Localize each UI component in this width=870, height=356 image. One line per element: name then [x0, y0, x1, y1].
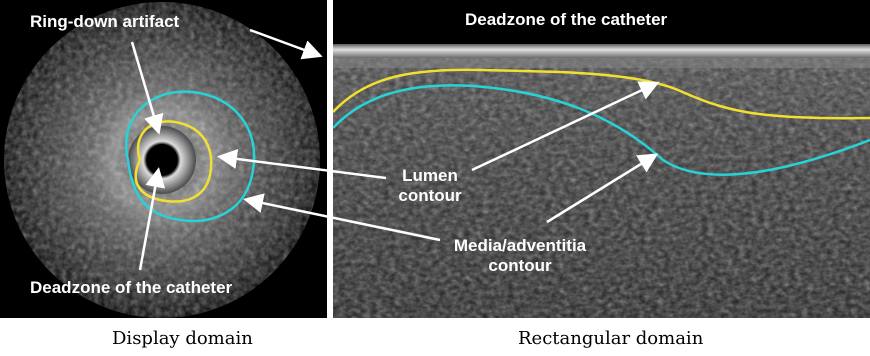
- ring-down-artifact-label: Ring-down artifact: [30, 12, 179, 32]
- ring-down-band: [333, 44, 870, 58]
- deadzone-label-left: Deadzone of the catheter: [30, 278, 232, 298]
- media-adventitia-label-line1: Media/adventitia: [440, 236, 600, 256]
- deadzone-label-right: Deadzone of the catheter: [465, 10, 667, 30]
- lumen-contour-label: Lumen contour: [385, 166, 475, 206]
- rectangular-domain-caption: Rectangular domain: [518, 328, 703, 349]
- display-domain-caption: Display domain: [112, 328, 253, 349]
- catheter-deadzone: [149, 144, 175, 170]
- ring-down-tail: [333, 58, 870, 68]
- display-domain-image: [0, 0, 327, 318]
- rectangular-domain-image: [333, 0, 870, 318]
- lumen-contour-label-line2: contour: [385, 186, 475, 206]
- media-adventitia-label-line2: contour: [440, 256, 600, 276]
- lumen-contour-label-line1: Lumen: [385, 166, 475, 186]
- polar-ultrasound-image: [0, 0, 327, 318]
- media-adventitia-label: Media/adventitia contour: [440, 236, 600, 276]
- rectangular-ultrasound-image: [333, 0, 870, 318]
